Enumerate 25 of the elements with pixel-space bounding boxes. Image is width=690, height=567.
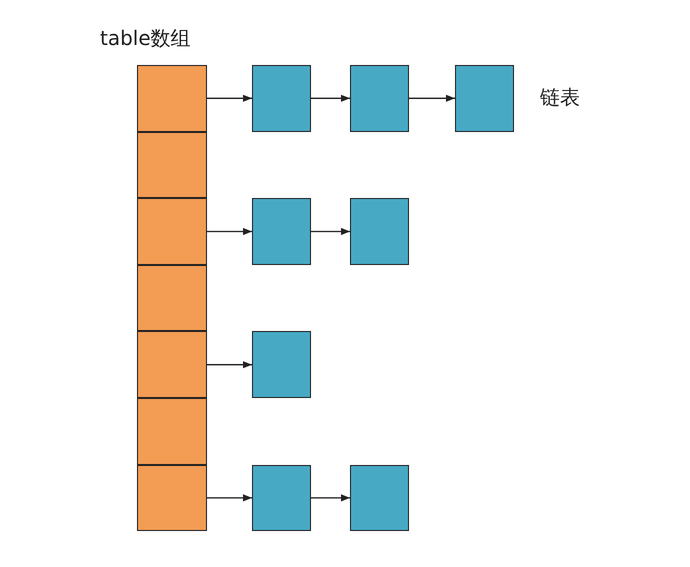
- arrow: [409, 94, 455, 102]
- array-cell: [137, 398, 207, 465]
- arrow: [311, 228, 350, 236]
- array-cell: [137, 132, 207, 198]
- arrow: [207, 228, 252, 236]
- list-node: [455, 65, 514, 132]
- array-cell: [137, 264, 207, 332]
- list-node: [252, 65, 311, 132]
- array-cell: [137, 198, 207, 265]
- array-cell: [137, 331, 207, 398]
- list-node: [350, 65, 409, 132]
- list-node: [350, 198, 409, 265]
- arrow: [207, 361, 252, 368]
- array-cell: [137, 65, 207, 132]
- list-node: [252, 198, 311, 265]
- list-label: 链表: [540, 87, 580, 107]
- array-cell: [137, 464, 207, 532]
- array-title: table数组: [100, 28, 191, 48]
- arrow: [311, 494, 350, 502]
- list-node: [252, 464, 311, 532]
- arrow: [207, 94, 252, 102]
- arrow: [311, 94, 350, 102]
- arrow: [207, 494, 252, 502]
- list-node: [252, 331, 311, 398]
- list-node: [350, 464, 409, 532]
